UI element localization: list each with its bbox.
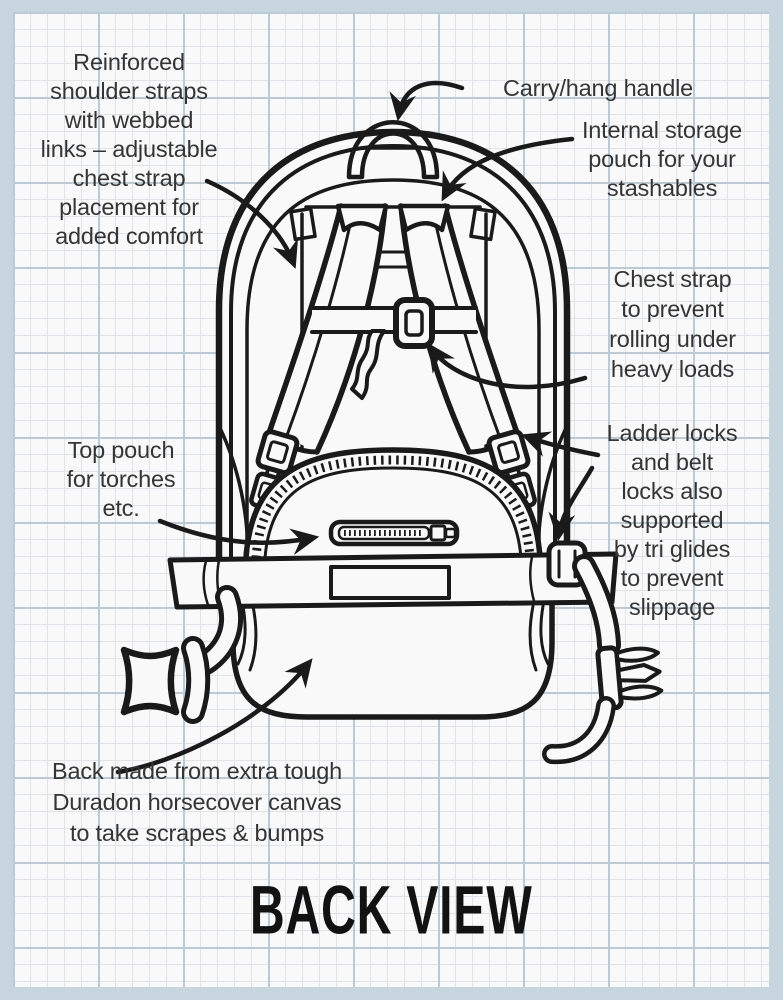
- strap-top-tab-left: [335, 203, 389, 233]
- arrow-belt-lock: [548, 465, 595, 542]
- chest-strap: [310, 297, 478, 400]
- note-top-pouch: Top pouch for torches etc.: [66, 437, 176, 521]
- front-zipper: [328, 519, 460, 547]
- belt-buckle-left: [120, 585, 244, 724]
- note-chest-strap: Chest strap to prevent rolling under hea…: [609, 266, 736, 382]
- belt-label-patch: [329, 565, 451, 600]
- note-back-canvas: Back made from extra tough Duradon horse…: [52, 758, 342, 846]
- top-pouch: [243, 447, 543, 561]
- chest-strap-buckle: [393, 297, 435, 349]
- arrow-chest-strap: [427, 342, 588, 390]
- note-shoulder-straps: Reinforced shoulder straps with webbed l…: [40, 49, 218, 249]
- note-carry-handle: Carry/hang handle: [503, 75, 693, 101]
- arrow-internal-pouch: [441, 136, 575, 202]
- zipper-pull: [444, 527, 457, 539]
- arrow-carry-handle: [389, 80, 465, 122]
- chest-strap-tail: [350, 329, 386, 400]
- arrow-top-pouch: [157, 518, 320, 555]
- arrow-ladder-lock: [521, 431, 601, 458]
- belt-buckle-right: [542, 554, 664, 765]
- arrow-shoulder-straps: [204, 178, 299, 269]
- note-internal-pouch: Internal storage pouch for your stashabl…: [581, 117, 743, 201]
- bottom-canvas-section: [230, 601, 555, 720]
- note-ladder-locks: Ladder locks and belt locks also support…: [606, 420, 738, 620]
- female-buckle: [120, 646, 180, 716]
- diagram-title-text: BACK VIEW: [250, 872, 533, 949]
- annotation-arrows: [115, 80, 601, 775]
- zipper-slider: [429, 524, 447, 542]
- backpack-body: [215, 120, 571, 566]
- arrow-back-canvas: [115, 658, 313, 775]
- diagram-title: BACK VIEW: [0, 872, 783, 949]
- strap-top-tab-right: [397, 203, 451, 233]
